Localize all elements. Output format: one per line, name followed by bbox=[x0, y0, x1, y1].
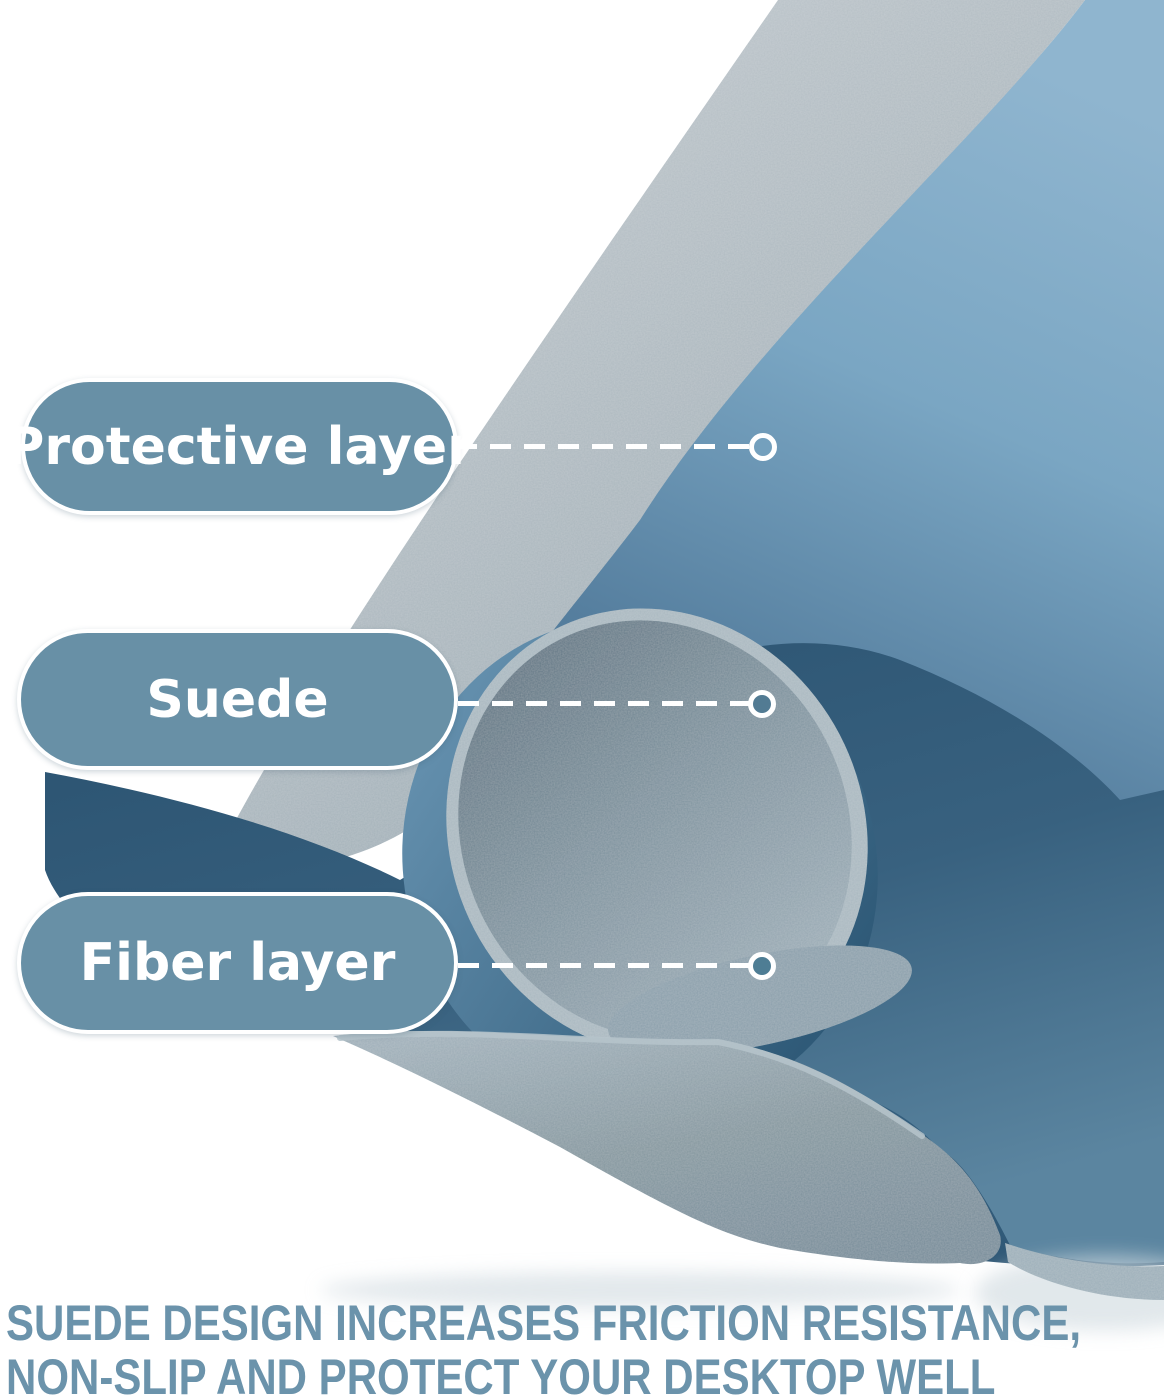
caption-line-1: SUEDE DESIGN INCREASES FRICTION RESISTAN… bbox=[6, 1295, 1082, 1351]
callout-label-fiber-layer: Fiber layer bbox=[79, 933, 396, 993]
callout-dashed-line-suede bbox=[458, 701, 749, 706]
callout-pill-protective-layer: Protective layer bbox=[6, 378, 473, 515]
suede-bottom-fold bbox=[333, 1030, 1001, 1265]
callout-label-suede: Suede bbox=[146, 669, 329, 730]
suede-fold-right-edge bbox=[1005, 1243, 1164, 1300]
suede-fold-highlight bbox=[337, 1030, 925, 1139]
callout-label-protective-layer: Protective layer bbox=[6, 416, 473, 477]
floor-shadow bbox=[320, 1272, 960, 1308]
fiber-roll-end bbox=[458, 620, 852, 1040]
callout-target-dot-suede bbox=[748, 690, 776, 718]
callout-target-dot-protective-layer bbox=[749, 433, 777, 461]
fiber-roll-underlayer bbox=[608, 945, 912, 1055]
callout-dashed-line-fiber-layer bbox=[458, 963, 749, 968]
callout-pill-fiber-layer: Fiber layer bbox=[17, 892, 458, 1034]
caption: SUEDE DESIGN INCREASES FRICTION RESISTAN… bbox=[6, 1296, 1081, 1395]
caption-line-2: NON-SLIP AND PROTECT YOUR DESKTOP WELL bbox=[6, 1349, 996, 1395]
callout-pill-suede: Suede bbox=[17, 629, 458, 770]
callout-dashed-line-protective-layer bbox=[456, 444, 749, 449]
callout-target-dot-fiber-layer bbox=[748, 952, 776, 980]
